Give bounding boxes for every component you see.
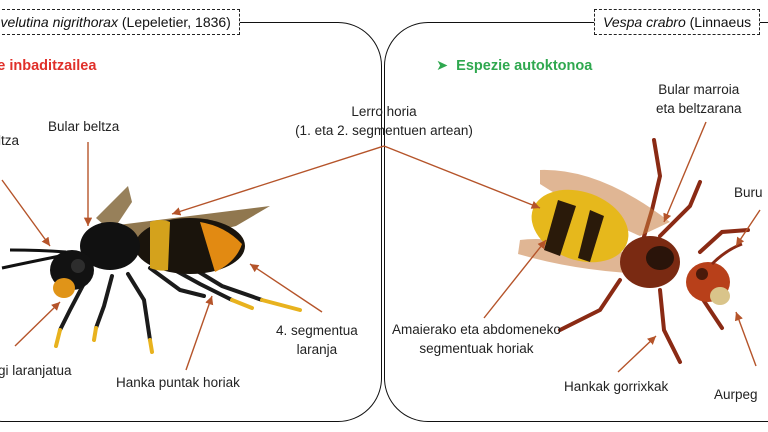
species-scientific-name: Vespa crabro xyxy=(603,14,686,30)
invasive-species-name: pa velutina nigrithorax (Lepeletier, 183… xyxy=(0,9,240,35)
native-species-name: Vespa crabro (Linnaeus xyxy=(594,9,761,35)
species-author: (Lepeletier, 1836) xyxy=(117,14,231,30)
label-reddish-legs: Hankak gorrixkak xyxy=(564,379,669,394)
label-line: (1. eta 2. segmentuen artean) xyxy=(295,123,473,138)
label-yellow-leg-tips: Hanka puntak horiak xyxy=(116,375,240,390)
label-head-black: ltza xyxy=(0,133,20,148)
native-status: ➤ Espezie autoktonoa xyxy=(436,58,592,74)
label-orange-face: gi laranjatua xyxy=(0,363,72,378)
label-line: segmentuak horiak xyxy=(419,341,534,356)
species-author: (Linnaeus xyxy=(685,14,752,30)
label-yellow-line: Lerro horia (1. eta 2. segmentuen artean… xyxy=(274,102,494,140)
label-brown-thorax: Bular marroia eta beltzarana xyxy=(656,80,742,118)
label-line: 4. segmentua xyxy=(276,323,358,338)
label-line: laranja xyxy=(296,342,338,357)
label-line: Lerro horia xyxy=(351,104,417,119)
label-face: Aurpeg xyxy=(714,387,758,402)
invasive-status: zie inbaditzailea xyxy=(0,58,97,74)
label-orange-segment: 4. segmentua laranja xyxy=(276,321,358,359)
label-head: Buru xyxy=(734,185,763,200)
species-scientific-name: pa velutina nigrithorax xyxy=(0,14,118,30)
arrow-bullet-icon: ➤ xyxy=(436,58,449,74)
label-line: Amaierako eta abdomeneko xyxy=(392,322,561,337)
native-status-label: Espezie autoktonoa xyxy=(456,58,593,74)
label-line: Bular marroia xyxy=(658,82,740,97)
label-line: eta beltzarana xyxy=(656,101,742,116)
label-yellow-segments: Amaierako eta abdomeneko segmentuak hori… xyxy=(392,320,561,358)
label-black-thorax: Bular beltza xyxy=(48,119,120,134)
